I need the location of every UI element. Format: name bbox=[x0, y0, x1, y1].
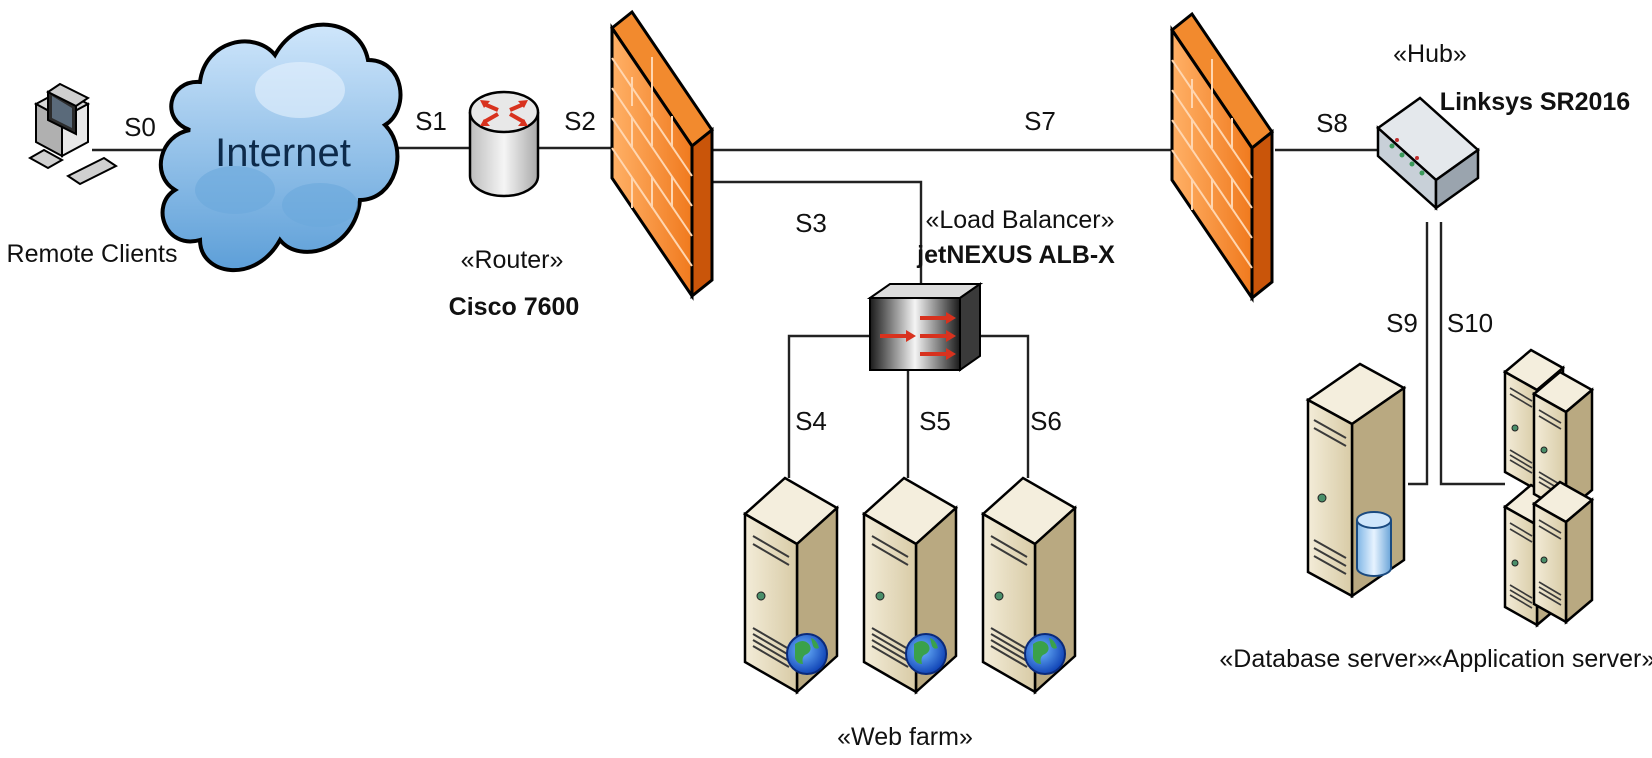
connection-label-s6: S6 bbox=[1030, 406, 1062, 436]
web-server-2-icon bbox=[862, 476, 958, 694]
firewall-2-icon bbox=[1170, 12, 1274, 300]
connection-label-s0: S0 bbox=[124, 112, 156, 142]
router-name: Cisco 7600 bbox=[449, 293, 580, 321]
web-server-1-icon bbox=[743, 476, 839, 694]
hub-icon bbox=[1376, 96, 1480, 211]
internet-cloud-icon bbox=[158, 22, 403, 272]
connection-label-s1: S1 bbox=[415, 106, 447, 136]
load-balancer-name: jetNEXUS ALB-X bbox=[916, 241, 1115, 269]
database-server-icon bbox=[1305, 362, 1407, 599]
remote-clients-pc-icon bbox=[27, 82, 118, 186]
connection-label-s7: S7 bbox=[1024, 106, 1056, 136]
load-balancer-stereotype: «Load Balancer» bbox=[925, 206, 1114, 234]
web-server-3-icon bbox=[981, 476, 1077, 694]
hub-name: Linksys SR2016 bbox=[1440, 88, 1630, 116]
router-icon bbox=[468, 90, 540, 198]
load-balancer-icon bbox=[866, 282, 984, 372]
router-stereotype: «Router» bbox=[461, 246, 564, 274]
connection-label-s8: S8 bbox=[1316, 108, 1348, 138]
connection-label-s10: S10 bbox=[1447, 308, 1493, 338]
internet-label: Internet bbox=[215, 131, 351, 175]
remote-clients-label: Remote Clients bbox=[7, 240, 178, 268]
application-server-label: «Application server» bbox=[1429, 645, 1652, 673]
application-server-icon bbox=[1503, 348, 1594, 627]
connection-label-s9: S9 bbox=[1386, 308, 1418, 338]
web-farm-label: «Web farm» bbox=[837, 723, 973, 751]
firewall-1-icon bbox=[610, 10, 714, 298]
connection-label-s5: S5 bbox=[919, 406, 951, 436]
hub-stereotype: «Hub» bbox=[1393, 40, 1467, 68]
database-server-label: «Database server» bbox=[1219, 645, 1430, 673]
connection-lines bbox=[92, 146, 1505, 486]
connection-label-s3: S3 bbox=[795, 208, 827, 238]
connection-label-s4: S4 bbox=[795, 406, 827, 436]
connection-label-s2: S2 bbox=[564, 106, 596, 136]
